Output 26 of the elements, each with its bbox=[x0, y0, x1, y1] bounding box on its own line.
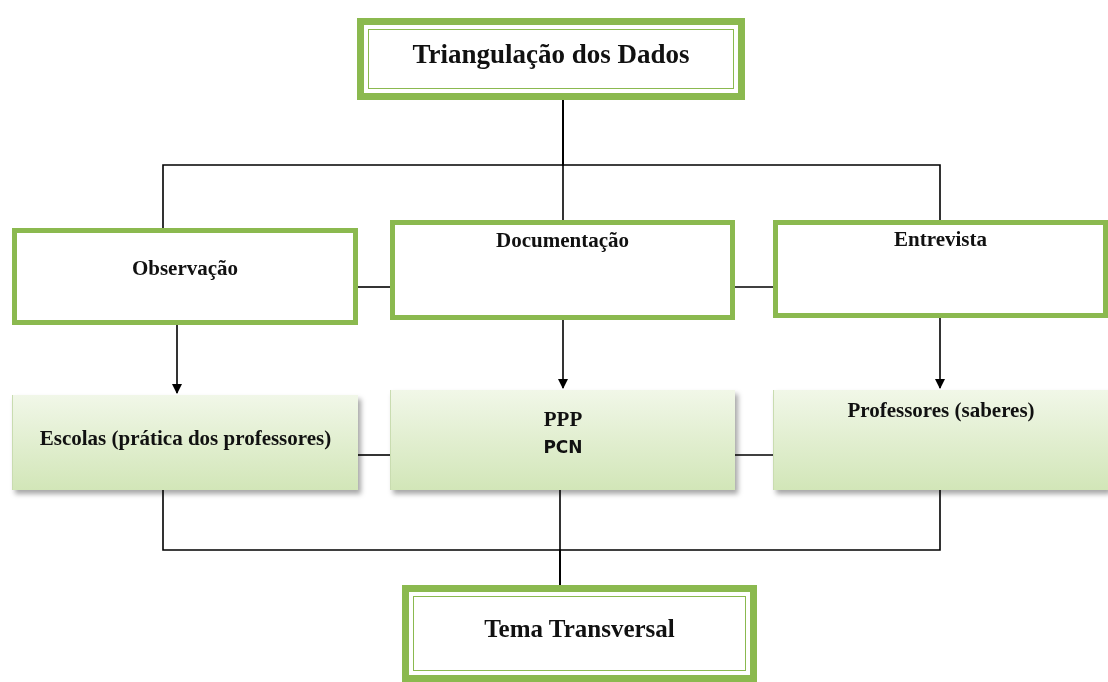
arrow bbox=[172, 324, 182, 394]
node-label: Tema Transversal bbox=[484, 614, 675, 645]
node-label: Professores (saberes) bbox=[847, 396, 1035, 424]
connector-line bbox=[357, 286, 391, 288]
source-box bbox=[12, 395, 358, 490]
connector-line bbox=[734, 286, 774, 288]
arrow bbox=[558, 319, 568, 389]
connector-line bbox=[734, 454, 774, 456]
source-box bbox=[390, 390, 735, 490]
connector-line bbox=[562, 99, 941, 221]
connector-line bbox=[559, 489, 941, 586]
node-label: Entrevista bbox=[894, 225, 987, 253]
title-box bbox=[357, 18, 745, 100]
source-box bbox=[773, 390, 1108, 490]
node-label: Triangulação dos Dados bbox=[412, 38, 690, 72]
method-box bbox=[390, 220, 735, 320]
node-label: PPP bbox=[543, 406, 583, 434]
node-label: Documentação bbox=[496, 226, 629, 254]
node-sublabel: PCN bbox=[543, 435, 583, 459]
arrow bbox=[935, 317, 945, 389]
method-box bbox=[12, 228, 358, 325]
node-label: Escolas (prática dos professores) bbox=[39, 425, 332, 453]
node-label: Observação bbox=[131, 255, 239, 283]
title-box bbox=[402, 585, 757, 682]
method-box bbox=[773, 220, 1108, 318]
connector-line bbox=[357, 454, 391, 456]
